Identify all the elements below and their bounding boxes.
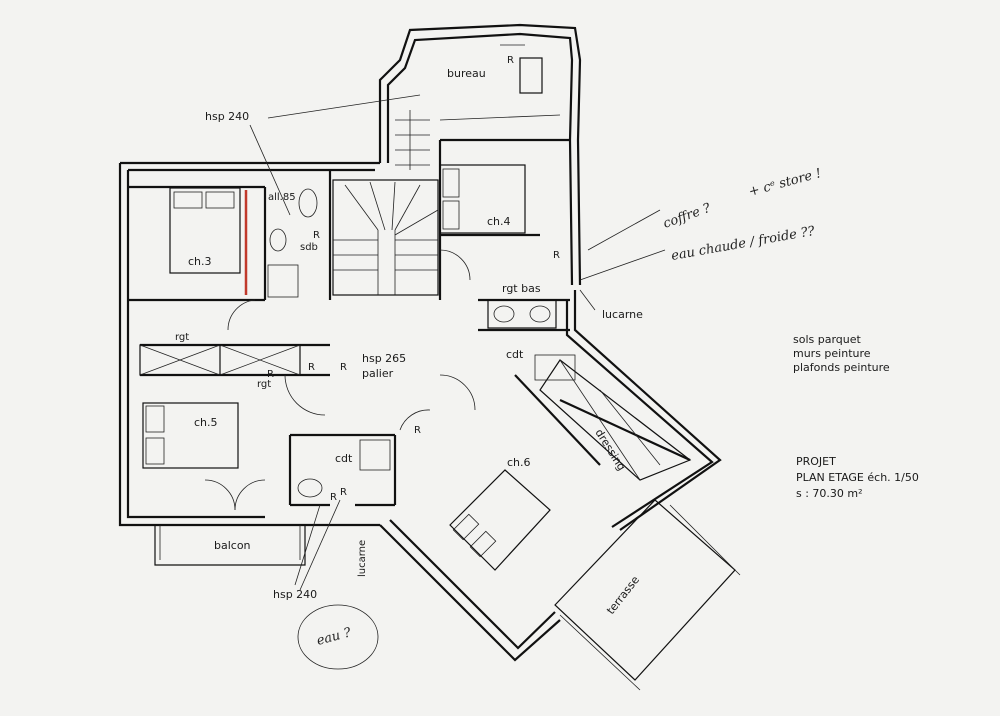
bureau-furniture bbox=[439, 44, 561, 121]
bed-ch4 bbox=[439, 164, 526, 234]
label-hsp240-top: hsp 240 bbox=[205, 110, 249, 123]
label-lucarne-bottom: lucarne bbox=[357, 540, 368, 577]
note-sols: sols parquet bbox=[793, 333, 862, 346]
handwritten-coffre: coffre ? bbox=[661, 200, 713, 231]
project-title: PROJET bbox=[796, 455, 836, 468]
label-terrasse: terrasse bbox=[604, 573, 642, 617]
fixtures bbox=[267, 188, 576, 498]
label-ch4: ch.4 bbox=[487, 215, 511, 228]
bed-ch6 bbox=[449, 469, 551, 571]
label-rgt-bas: rgt bas bbox=[502, 282, 541, 295]
r-mark: R bbox=[313, 230, 320, 241]
label-hsp265: hsp 265 bbox=[362, 352, 406, 365]
label-cdt-mid: cdt bbox=[506, 348, 524, 361]
handwritten-eau: eau ? bbox=[315, 625, 354, 649]
label-rgt-left: rgt bbox=[257, 379, 271, 390]
project-block: PROJET PLAN ETAGE éch. 1/50 s : 70.30 m² bbox=[796, 455, 919, 500]
label-cdt-small: cdt bbox=[335, 452, 353, 465]
r-mark: R bbox=[267, 369, 274, 380]
label-balcon: balcon bbox=[214, 539, 251, 552]
label-hsp240-bottom: hsp 240 bbox=[273, 588, 317, 601]
project-surface: s : 70.30 m² bbox=[796, 487, 863, 500]
note-murs: murs peinture bbox=[793, 347, 871, 360]
handwritten-eau-chaude: eau chaude / froide ?? bbox=[670, 224, 817, 264]
r-mark: R bbox=[308, 362, 315, 373]
r-mark: R bbox=[553, 250, 560, 261]
label-sdb: sdb bbox=[300, 242, 318, 253]
label-all: all.85 bbox=[268, 192, 296, 203]
balcon bbox=[154, 525, 306, 566]
label-ch5: ch.5 bbox=[194, 416, 218, 429]
r-mark: R bbox=[340, 362, 347, 373]
terrasse bbox=[554, 499, 741, 691]
label-ch6: ch.6 bbox=[507, 456, 531, 469]
finish-notes: sols parquet murs peinture plafonds pein… bbox=[793, 333, 890, 374]
outer-walls bbox=[118, 23, 722, 662]
label-palier: palier bbox=[362, 367, 394, 380]
note-plafonds: plafonds peinture bbox=[793, 361, 890, 374]
project-subtitle: PLAN ETAGE éch. 1/50 bbox=[796, 471, 919, 484]
staircase bbox=[332, 110, 439, 296]
handwritten-notes: coffre ? + cᵉ store ! eau chaude / froid… bbox=[315, 166, 823, 649]
r-mark: R bbox=[414, 425, 421, 436]
label-dressing: dressing bbox=[592, 427, 628, 473]
r-marks: R R R R R R R R R bbox=[267, 55, 560, 503]
label-lucarne-right: lucarne bbox=[602, 308, 643, 321]
label-bureau: bureau bbox=[447, 67, 486, 80]
r-mark: R bbox=[330, 492, 337, 503]
bed-ch3 bbox=[169, 187, 241, 274]
bed-ch5 bbox=[142, 402, 239, 469]
leader-lines bbox=[249, 94, 666, 670]
handwritten-store: + cᵉ store ! bbox=[747, 166, 823, 200]
r-mark: R bbox=[340, 487, 347, 498]
door-swings bbox=[204, 249, 476, 511]
r-mark: R bbox=[507, 55, 514, 66]
label-rgt-top: rgt bbox=[175, 332, 189, 343]
closet-rgt bbox=[139, 344, 301, 376]
label-ch3: ch.3 bbox=[188, 255, 212, 268]
